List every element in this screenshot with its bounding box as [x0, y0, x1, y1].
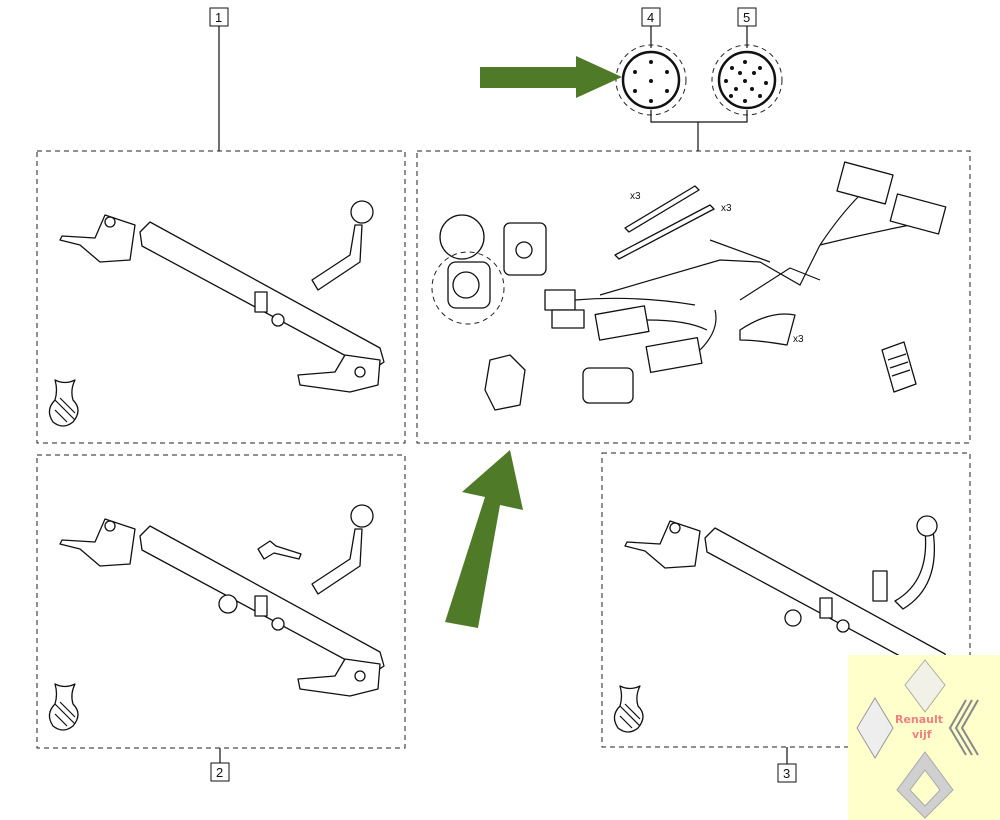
arrow-right-icon — [480, 56, 622, 98]
callout-5-label: 5 — [743, 10, 750, 25]
instruction-bag-icon — [613, 685, 644, 733]
kit-box-1 — [36, 150, 406, 444]
tow-ball — [350, 504, 374, 528]
instruction-booklet — [881, 341, 917, 393]
arrow-up-icon — [445, 450, 523, 628]
callout-1-label: 1 — [215, 10, 222, 25]
callout-2-label: 2 — [216, 765, 223, 780]
mounting-nut — [784, 609, 802, 627]
callout-5: 5 — [737, 7, 757, 48]
cable-tie-b — [614, 204, 715, 260]
tow-ball — [916, 515, 938, 537]
wiring-harness — [599, 239, 821, 301]
towbar-kit-1 — [48, 200, 385, 427]
instruction-bag-icon — [48, 683, 79, 731]
mounting-nut — [218, 594, 238, 614]
callout-4-label: 4 — [647, 10, 654, 25]
cable-tie-a — [624, 185, 700, 233]
logo-text-line2: vijf — [912, 728, 932, 741]
harness-branches — [819, 194, 911, 246]
callout-2: 2 — [210, 748, 230, 782]
renault-vijf-logo: Renault vijf — [848, 655, 1000, 820]
detachable-tow-ball-neck — [894, 530, 936, 610]
tow-ball-neck — [311, 224, 363, 291]
wiring-kit-box — [416, 150, 971, 444]
connector-block-c — [594, 305, 650, 341]
mounting-bracket — [484, 354, 526, 411]
tow-ball-neck — [311, 528, 363, 595]
tow-ball — [350, 200, 374, 224]
callout-3: 3 — [777, 747, 797, 783]
control-module — [582, 367, 634, 404]
lock-mechanism — [872, 570, 888, 602]
harness-wires — [574, 297, 717, 351]
connector-block-a — [836, 161, 894, 205]
adhesive-pad — [739, 313, 796, 346]
wiring-kit-parts: x3 x3 x3 — [431, 161, 947, 411]
kit-box-3 — [601, 452, 971, 748]
pad-qty: x3 — [793, 334, 804, 345]
towbar-kit-3 — [613, 515, 950, 733]
kit-box-2 — [36, 454, 406, 749]
socket-bracket — [257, 540, 302, 560]
logo-text-line1: Renault — [895, 713, 943, 726]
connector-block-d — [645, 337, 703, 373]
instruction-bag-icon — [48, 379, 79, 427]
towbar-kit-2 — [48, 504, 385, 731]
socket-7pin — [439, 214, 485, 260]
plug-b — [551, 309, 585, 329]
socket-13pin-highlight — [431, 251, 505, 325]
connector-block-b — [889, 193, 947, 235]
cable-tie-qty-a: x3 — [630, 191, 641, 202]
plug-a — [544, 289, 576, 311]
connector-13pin-icon — [711, 44, 783, 116]
callout-4: 4 — [641, 7, 661, 48]
callout-1: 1 — [209, 7, 229, 151]
cable-tie-qty-b: x3 — [721, 203, 732, 214]
connector-bracket — [650, 110, 748, 151]
connector-7pin-icon — [615, 44, 687, 116]
callout-3-label: 3 — [783, 766, 790, 781]
